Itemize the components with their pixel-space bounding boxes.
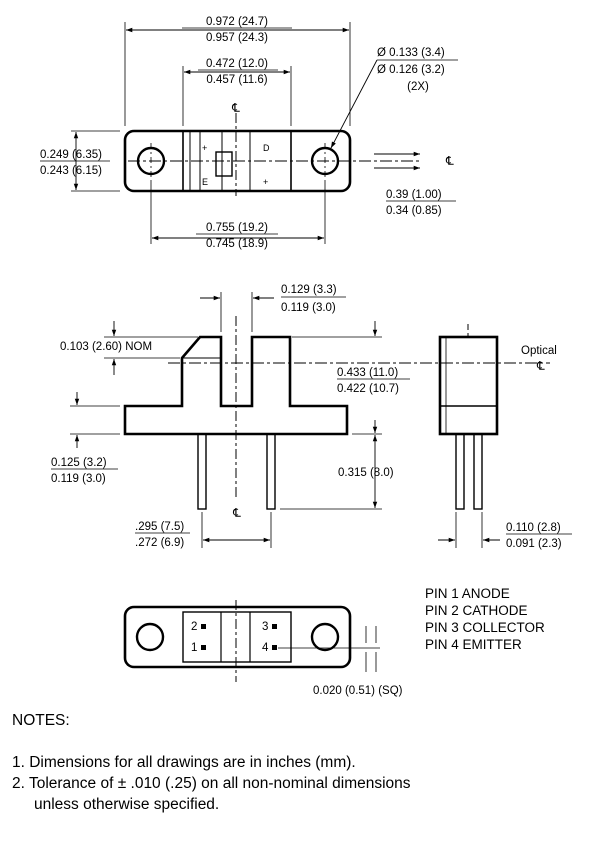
pin4-label: 4 [262,642,269,654]
top-height-max: 0.249 (6.35) [40,149,102,161]
end-lead-back [473,433,483,510]
pin2-label: 2 [191,621,197,633]
side-optical-centerline: ℄ [536,359,545,373]
side-gap-min: 0.119 (3.0) [281,302,336,314]
bottom-left-hole [135,622,165,652]
notes-block: NOTES: 1. Dimensions for all drawings ar… [12,710,411,815]
side-lead-left [197,433,207,510]
top-inner-min: 0.457 (11.6) [206,74,267,86]
side-optical-label: Optical [521,345,557,357]
side-view [70,292,550,548]
side-base-max: 0.125 (3.2) [51,457,107,469]
note-2: 2. Tolerance of ± .010 (.25) on all non-… [12,775,411,792]
end-view [438,324,500,548]
side-centerline-label: ℄ [232,506,241,520]
top-mark-plus: + [202,143,207,153]
top-view [71,22,420,244]
top-width-max: 0.972 (24.7) [206,16,268,28]
bottom-view [123,600,380,682]
top-inner-max: 0.472 (12.0) [206,58,268,70]
pin-4-desc: PIN 4 EMITTER [425,637,522,652]
pin-3-desc: PIN 3 COLLECTOR [425,620,545,635]
top-right-centerline-label: ℄ [445,154,454,168]
bottom-view-labels: 2 1 3 4 0.020 (0.51) (SQ) [191,621,403,697]
top-mark-e: E [202,177,208,187]
top-hole-qty: (2X) [407,81,429,93]
hole-leader [330,59,378,149]
side-base-min: 0.119 (3.0) [51,473,106,485]
end-lead-thk-max: 0.110 (2.8) [506,522,561,534]
pin-2-desc: PIN 2 CATHODE [425,603,528,618]
pin-1-desc: PIN 1 ANODE [425,586,510,601]
note-2-cont: unless otherwise specified. [34,796,220,813]
top-centerline-label: ℄ [231,101,240,115]
notes-heading: NOTES: [12,712,70,729]
top-slot-max: 0.39 (1.00) [386,189,442,201]
pin3-label: 3 [262,621,268,633]
bottom-right-hole [310,622,340,652]
top-width-min: 0.957 (24.3) [206,32,268,44]
top-slot [215,151,233,177]
top-mark-d: D [263,143,270,153]
side-lead-length: 0.315 (8.0) [338,467,394,479]
pin-list: PIN 1 ANODE PIN 2 CATHODE PIN 3 COLLECTO… [425,585,545,653]
pin1-label: 1 [191,642,197,654]
side-lead-span-max: .295 (7.5) [135,521,184,533]
side-lead-right [266,433,276,510]
top-hole-max: Ø 0.133 (3.4) [377,47,445,59]
top-view-labels: 0.972 (24.7) 0.957 (24.3) 0.472 (12.0) 0… [40,16,458,250]
end-lead-thk-min: 0.091 (2.3) [506,538,562,550]
end-lead-front [455,433,465,510]
pin3-pad [272,624,277,629]
bottom-lead-sq: 0.020 (0.51) (SQ) [313,685,403,697]
side-axis-max: 0.433 (11.0) [337,367,398,379]
notes-spacer [12,731,411,752]
pin1-pad [201,645,206,650]
bottom-body-outline [123,605,352,669]
top-height-min: 0.243 (6.15) [40,165,102,177]
top-pitch-max: 0.755 (19.2) [206,222,268,234]
top-slot-min: 0.34 (0.85) [386,205,442,217]
bottom-pin-markers [201,624,277,650]
end-view-labels: 0.110 (2.8) 0.091 (2.3) [506,522,572,550]
top-mark-plus2: + [263,177,268,187]
side-chamfer: 0.103 (2.60) NOM [60,341,152,353]
side-view-labels: 0.129 (3.3) 0.119 (3.0) 0.103 (2.60) NOM… [51,284,557,549]
pin4-pad [272,645,277,650]
side-gap-max: 0.129 (3.3) [281,284,337,296]
note-1: 1. Dimensions for all drawings are in in… [12,754,356,771]
end-body-outline [438,335,499,436]
side-axis-min: 0.422 (10.7) [337,383,399,395]
side-lead-span-min: .272 (6.9) [135,537,184,549]
top-pitch-min: 0.745 (18.9) [206,238,268,250]
top-hole-min: Ø 0.126 (3.2) [377,64,445,76]
pin2-pad [201,624,206,629]
